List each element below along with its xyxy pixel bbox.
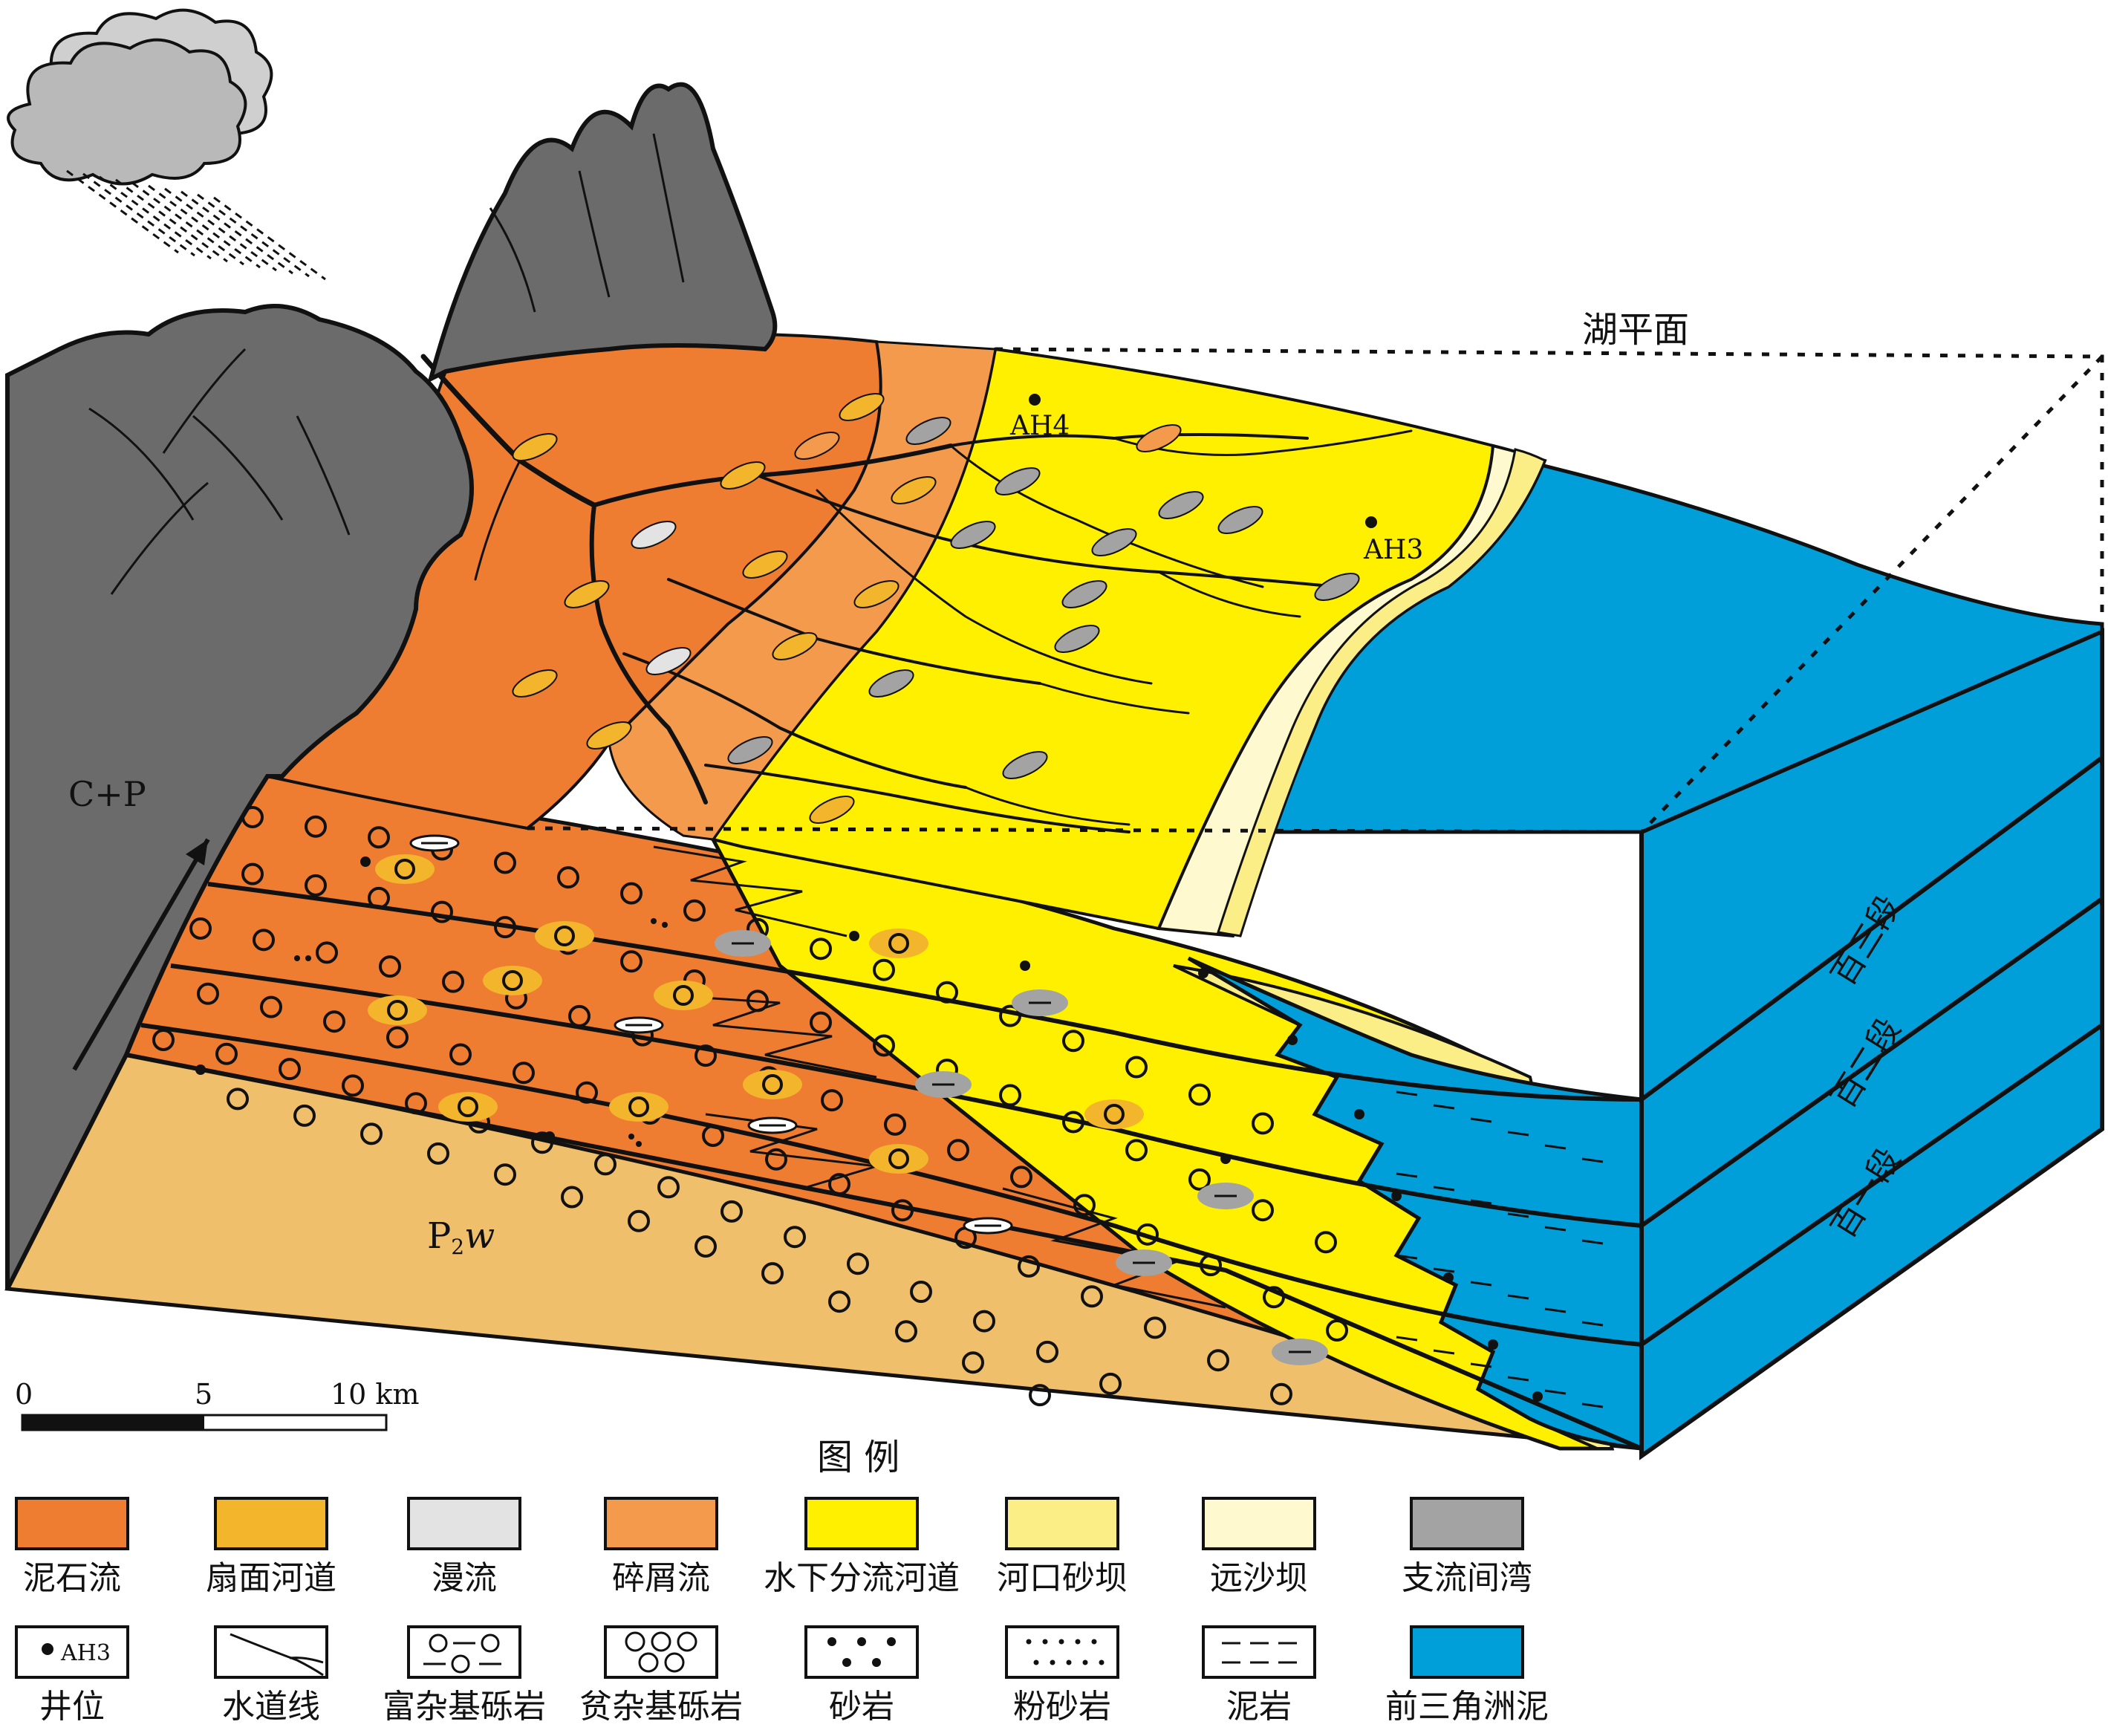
legend-item: 扇面河道 [206, 1497, 336, 1597]
block-right-face [1639, 628, 2104, 1460]
legend-swatch [15, 1625, 129, 1679]
legend-item: 前三角洲泥 [1385, 1625, 1549, 1726]
legend-item: 碎屑流 [604, 1497, 718, 1597]
legend-label: 砂岩 [829, 1688, 894, 1726]
legend-swatch [214, 1497, 328, 1550]
cloud-icon [7, 8, 273, 186]
scale-tick-0: 0 [15, 1378, 33, 1411]
legend-well-text: AH3 [60, 1640, 111, 1666]
legend-item: 砂岩 [804, 1625, 919, 1726]
legend-swatch [1410, 1497, 1524, 1550]
legend: 泥石流 扇面河道 漫流 碎屑流 水下分流河道河口砂坝 远沙坝 支流间湾 AH3 井位 水道线 富杂基… [15, 1497, 1549, 1726]
legend-label: 水下分流河道 [764, 1559, 960, 1597]
legend-swatch [804, 1497, 919, 1550]
lake-level-label: 湖平面 [1582, 309, 1689, 351]
legend-swatch [1202, 1625, 1316, 1679]
channel-lenses [512, 393, 1360, 824]
legend-item: 远沙坝 [1202, 1497, 1316, 1597]
sandstone-dots [195, 856, 1543, 1402]
legend-item: 泥岩 [1202, 1625, 1316, 1726]
legend-item: 漫流 [407, 1497, 521, 1597]
legend-item: 水道线 [214, 1625, 328, 1726]
legend-label: 粉砂岩 [1013, 1688, 1111, 1726]
legend-label: 远沙坝 [1210, 1559, 1308, 1597]
legend-swatch [604, 1625, 718, 1679]
legend-label: 井位 [39, 1688, 105, 1726]
legend-label: 水道线 [222, 1688, 320, 1726]
legend-label: 泥石流 [23, 1559, 121, 1597]
conglomerate-pebbles [152, 806, 1348, 1407]
fault-arrowhead-icon [186, 839, 208, 865]
legend-item: 富杂基砾岩 [383, 1625, 546, 1726]
rain-icon [66, 169, 326, 281]
legend-item: 泥石流 [15, 1497, 129, 1597]
scale-tick-5: 5 [195, 1378, 212, 1411]
legend-swatch [1005, 1497, 1119, 1550]
legend-swatch [1202, 1497, 1316, 1550]
legend-swatch [804, 1625, 919, 1679]
legend-item: 河口砂坝 [997, 1497, 1128, 1597]
well-ah3: AH3 [1363, 516, 1423, 565]
fault-arrow-icon [72, 838, 210, 1071]
underlying-label: P2w [427, 1215, 495, 1259]
legend-label: 漫流 [432, 1559, 497, 1597]
mountains [5, 82, 778, 1290]
scale-bar: 0 5 10 km [15, 1378, 420, 1431]
basement-label: C+P [68, 774, 146, 814]
legend-swatch [15, 1497, 129, 1550]
legend-swatch [407, 1497, 521, 1550]
legend-item: 贫杂基砾岩 [579, 1625, 743, 1726]
legend-swatch [1005, 1625, 1119, 1679]
legend-label: 前三角洲泥 [1385, 1688, 1549, 1726]
legend-swatch [214, 1625, 328, 1679]
channel-lines [420, 354, 1413, 833]
well-icon [42, 1643, 53, 1655]
legend-swatch [1410, 1625, 1524, 1679]
legend-swatch [407, 1625, 521, 1679]
legend-label: 碎屑流 [612, 1559, 710, 1597]
legend-item: 粉砂岩 [1005, 1625, 1119, 1726]
well-ah4: AH4 [1009, 394, 1070, 441]
legend-label: 扇面河道 [206, 1559, 336, 1597]
legend-title: 图 例 [817, 1437, 900, 1478]
channel-line-icon [230, 1633, 324, 1677]
legend-label: 河口砂坝 [997, 1559, 1128, 1597]
legend-label: 富杂基砾岩 [383, 1688, 546, 1726]
legend-swatch [604, 1497, 718, 1550]
legend-item: AH3 井位 [15, 1625, 129, 1726]
legend-label: 贫杂基砾岩 [579, 1688, 743, 1726]
well-ah4-label: AH4 [1009, 411, 1070, 441]
well-ah3-label: AH3 [1363, 535, 1423, 565]
top-surface [265, 333, 2104, 938]
legend-label: 支流间湾 [1402, 1559, 1532, 1597]
legend-item: 支流间湾 [1402, 1497, 1532, 1597]
scale-tick-10: 10 km [331, 1378, 420, 1411]
legend-label: 泥岩 [1226, 1688, 1292, 1726]
legend-item: 水下分流河道 [764, 1497, 960, 1597]
